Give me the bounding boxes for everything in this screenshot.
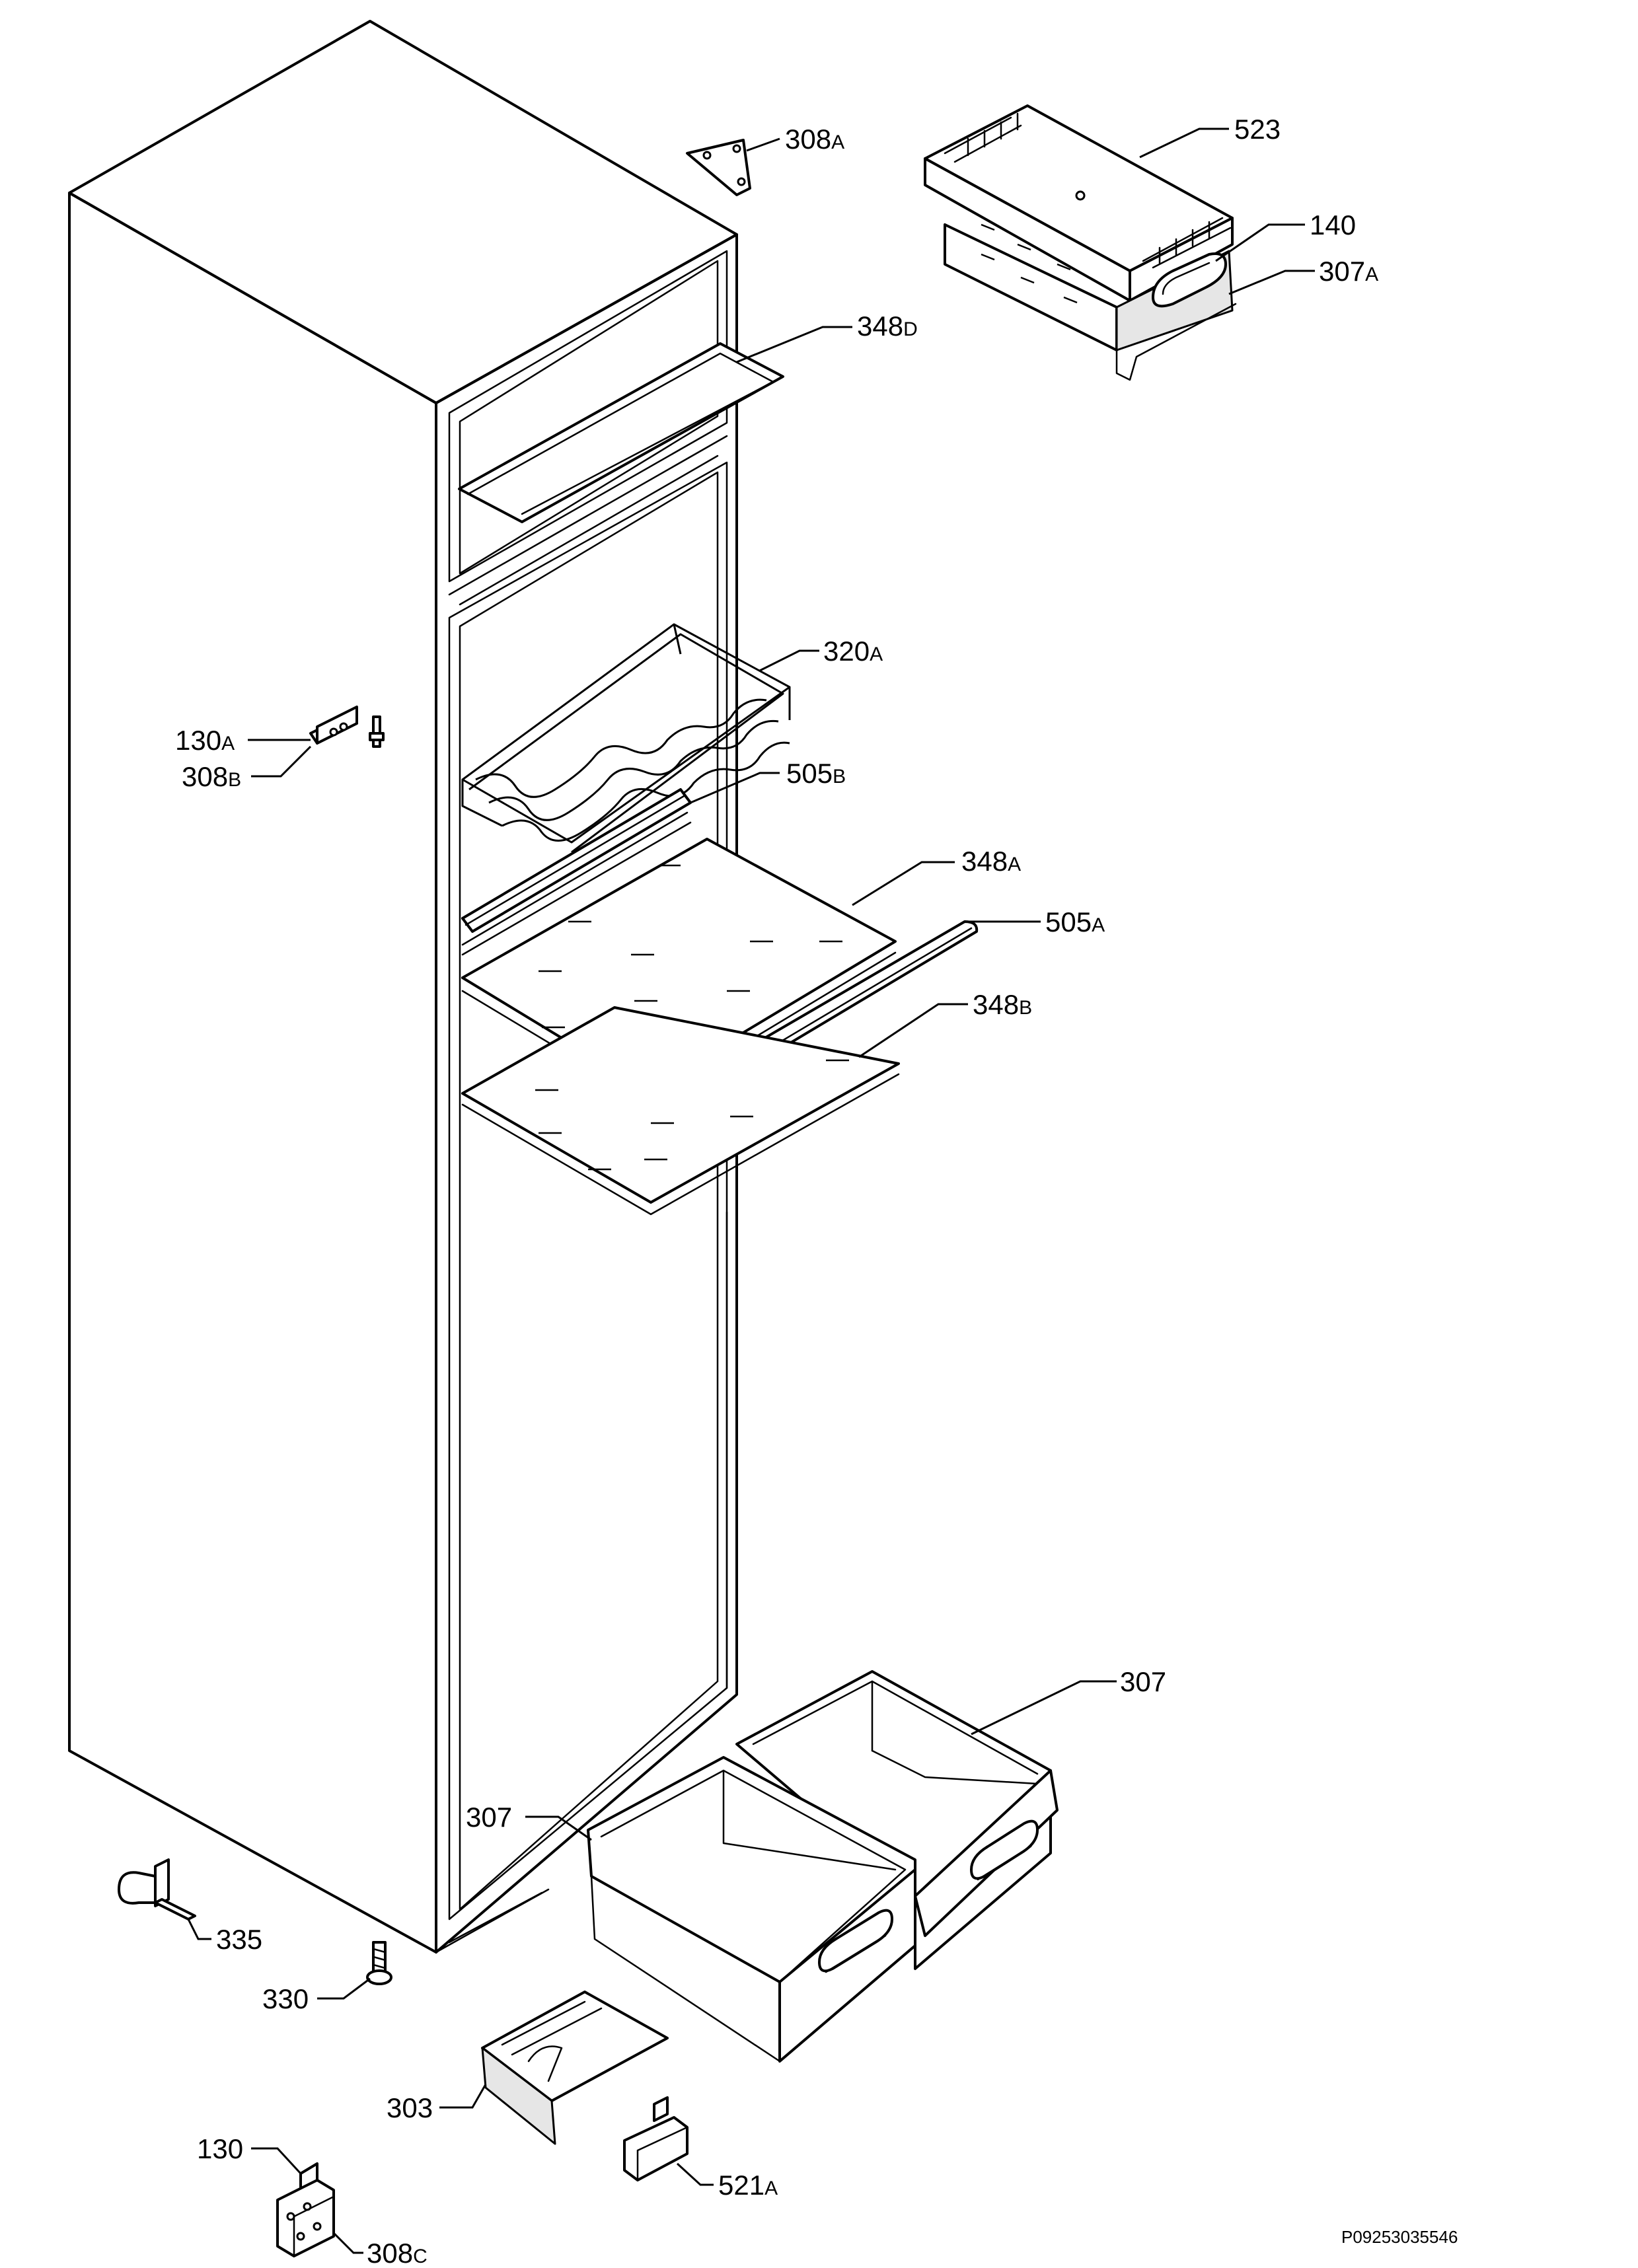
label-505B: 505B [786,758,846,789]
freezer-tray-assembly [924,104,1237,381]
label-307A: 307A [1319,256,1378,287]
bracket-308A [686,139,751,196]
glass-shelf-348B [461,1006,900,1216]
clip-521A [623,2096,689,2181]
label-130: 130 [197,2133,243,2164]
kick-plate-303 [481,1991,669,2145]
label-307-right: 307 [1120,1666,1166,1697]
label-523: 523 [1234,114,1281,145]
label-308B: 308B [182,761,241,792]
screw-330 [366,1941,392,1985]
leader-lines [187,128,1315,2254]
label-521A: 521A [718,2170,778,2201]
crisper-drawer-307-right [735,1670,1059,1970]
label-330: 330 [262,1983,309,2014]
hinge-130 [276,2162,335,2257]
part-labels: 308A 523 140 307A 348D 320A 130A 308B 50… [175,114,1458,2268]
drawing-code: P09253035546 [1341,2227,1458,2247]
label-140: 140 [1310,209,1356,240]
label-320A: 320A [823,636,883,667]
crisper-drawer-307-left [587,1756,916,2063]
label-505A: 505A [1045,906,1105,937]
label-348A: 348A [961,846,1021,877]
label-335: 335 [216,1924,262,1955]
label-307-left: 307 [466,1802,512,1833]
label-303: 303 [387,2092,433,2123]
glass-shelf-348D [458,342,784,523]
label-308A: 308A [785,124,844,155]
label-308C: 308C [367,2238,428,2268]
label-348D: 348D [857,311,918,342]
wine-rack-320A [461,623,791,854]
label-348B: 348B [973,989,1032,1020]
hinge-130A [309,706,385,748]
foot-bracket-335 [118,1858,196,1920]
label-130A: 130A [175,725,235,756]
